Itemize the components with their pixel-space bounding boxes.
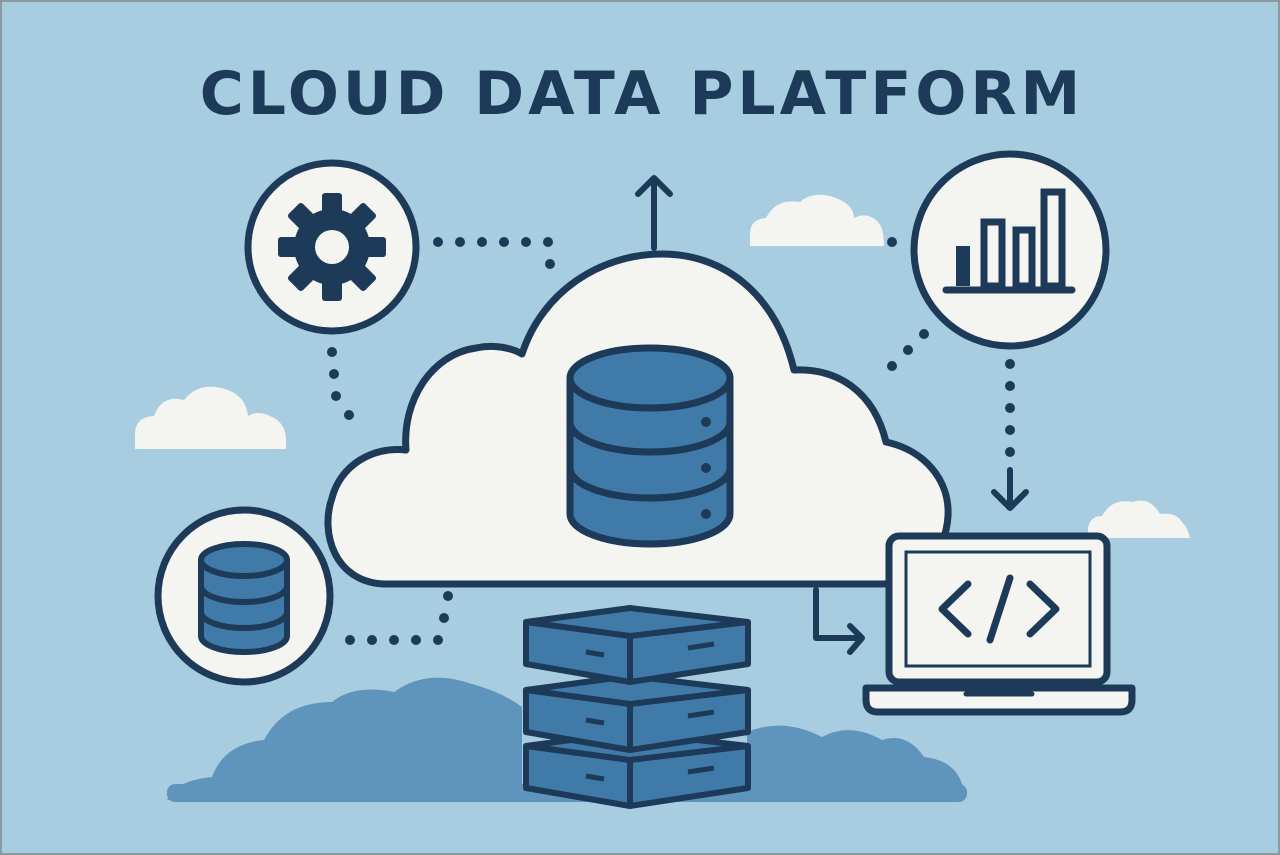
- decorative-cloud-right: [1088, 500, 1190, 538]
- decorative-cloud-top: [750, 194, 884, 246]
- database-icon: [566, 344, 734, 548]
- dotted-connectors: [327, 237, 1015, 645]
- page-title: CLOUD DATA PLATFORM: [199, 59, 1085, 129]
- server-rack-icon: [523, 605, 751, 809]
- bar-chart-icon: [942, 188, 1076, 294]
- analytics-badge: [910, 150, 1110, 350]
- settings-badge: [244, 159, 420, 335]
- laptop-icon: [862, 532, 1136, 716]
- arrow-right-icon: [813, 587, 865, 655]
- code-brackets-icon: [938, 574, 1060, 644]
- decorative-cloud-left: [135, 386, 286, 449]
- gear-icon: [278, 193, 386, 301]
- storage-badge: [154, 506, 334, 686]
- arrow-down-icon: [991, 467, 1029, 511]
- arrow-up-icon: [635, 175, 673, 251]
- database-icon: [198, 541, 290, 655]
